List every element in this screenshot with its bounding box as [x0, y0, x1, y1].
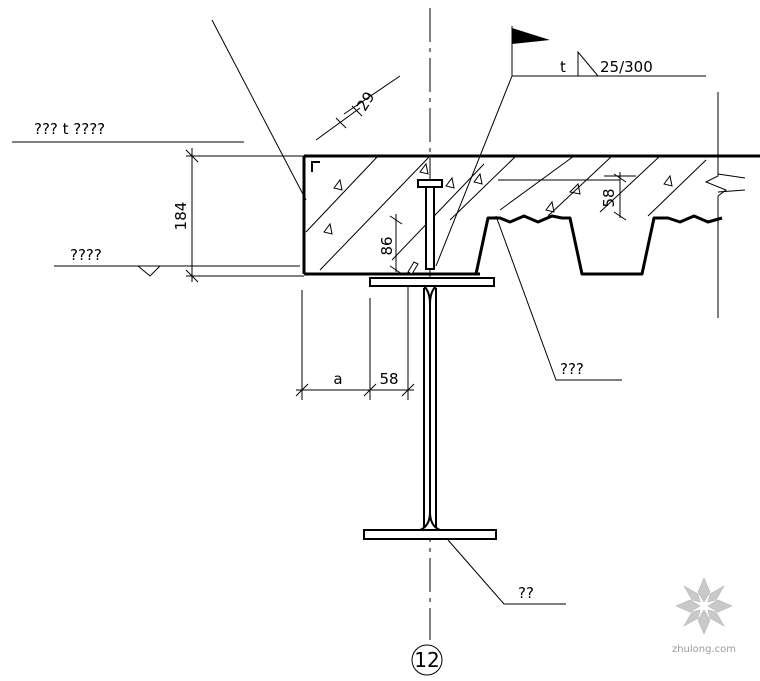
beam-note-leader — [447, 539, 566, 605]
top-weld-symbol — [435, 26, 706, 267]
steel-i-beam — [363, 277, 497, 540]
edge-board-leader — [211, 19, 307, 201]
deck-note-leader — [495, 215, 622, 381]
field-weld-flag-icon — [512, 28, 550, 44]
dim-stud-height-label: 86 — [378, 236, 396, 255]
dim-top-offset — [315, 75, 401, 141]
dim-rib-height-label: 58 — [600, 188, 618, 207]
dim-rib-height — [604, 172, 636, 221]
dim-flange-half-label: 58 — [379, 370, 398, 388]
edge-board-note: ??? t ???? — [34, 120, 105, 138]
zhulong-logo-icon — [675, 577, 733, 635]
steel-deck-profile — [474, 214, 723, 276]
concrete-slab — [302, 154, 760, 276]
fillet-weld-symbol — [136, 265, 162, 277]
aggregate-marks — [323, 162, 673, 235]
deck-note: ??? — [560, 360, 584, 378]
concrete-hatch — [305, 155, 707, 271]
watermark-text: zhulong.com — [672, 644, 736, 655]
dim-stud-height — [389, 214, 403, 275]
dim-slab-depth-label: 184 — [172, 202, 190, 231]
dim-slab-depth — [185, 148, 304, 283]
weld-note: ???? — [70, 246, 102, 264]
weld-spec-label: 25/300 — [600, 58, 653, 76]
weld-thickness-label: t — [560, 58, 566, 76]
dim-bottom-chain — [295, 286, 415, 400]
shear-stud — [407, 179, 443, 275]
break-line — [704, 156, 728, 318]
beam-note: ?? — [518, 584, 534, 602]
detail-number: 12 — [414, 648, 439, 672]
dim-edge-distance-label: a — [333, 370, 342, 388]
detail-number-circle — [411, 644, 443, 676]
